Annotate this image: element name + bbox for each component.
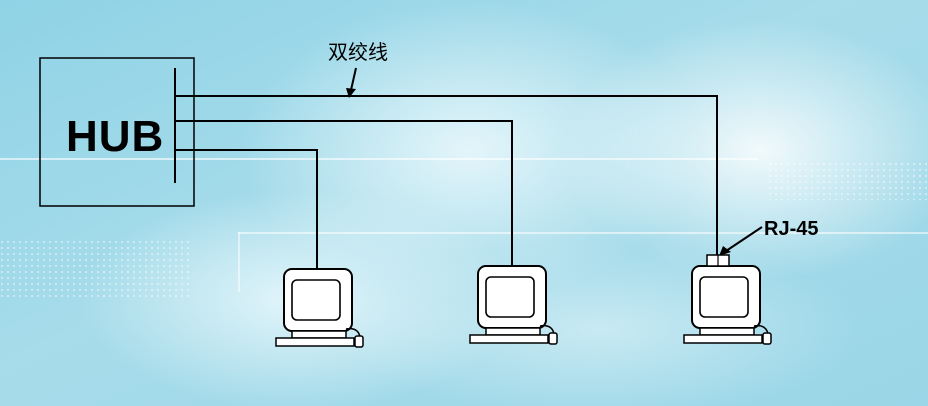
screen	[699, 276, 749, 318]
hub-box	[39, 57, 195, 207]
computer-icon	[275, 268, 364, 348]
computer-2	[469, 265, 558, 345]
mouse	[548, 332, 558, 345]
mouse	[354, 335, 364, 348]
keyboard	[275, 337, 355, 347]
base	[485, 327, 541, 336]
hub	[39, 57, 195, 207]
cable-label: 双绞线	[328, 40, 388, 64]
computer-3	[683, 254, 772, 345]
screen	[485, 276, 535, 318]
cable-label-arrow	[346, 67, 357, 98]
keyboard	[469, 334, 549, 344]
rj45-label: RJ-45	[764, 218, 819, 240]
mouse	[762, 332, 772, 345]
base	[291, 330, 347, 339]
cable-to-pc-1	[176, 149, 318, 270]
computer-1	[275, 268, 364, 348]
computer-icon	[683, 265, 772, 345]
keyboard	[683, 334, 763, 344]
computer-icon	[469, 265, 558, 345]
hub-label: HUB	[66, 112, 165, 161]
cable-to-pc-3	[176, 95, 718, 257]
cable-to-pc-2	[176, 120, 513, 268]
screen	[291, 279, 341, 321]
cables	[176, 95, 718, 270]
rj45-connector	[706, 254, 730, 267]
base	[699, 327, 755, 336]
rj45-label-arrow	[719, 226, 763, 256]
